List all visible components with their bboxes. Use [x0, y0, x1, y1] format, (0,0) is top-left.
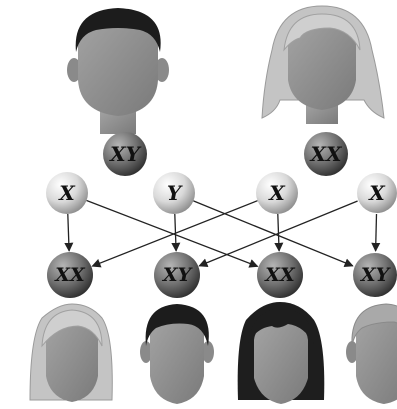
inheritance-arrow [171, 213, 181, 252]
offspring-genotype-label: XX [54, 264, 86, 286]
offspring-genotype-label: XY [360, 264, 392, 286]
gamete-label: X [57, 181, 76, 205]
mother-head-icon [261, 5, 385, 124]
offspring-genotype-label: XX [264, 264, 296, 286]
mother-genotype-circle: XX [304, 132, 348, 176]
father-head-icon [67, 8, 169, 134]
female-light-hair-head-icon [29, 303, 113, 402]
gamete-circle: X [357, 173, 397, 213]
gamete-circle: X [46, 172, 88, 214]
inheritance-arrow [371, 213, 381, 252]
gamete-label: X [267, 181, 286, 205]
inheritance-arrow [64, 213, 74, 252]
inheritance-arrow [198, 200, 358, 268]
male-dark-hair-head-icon [140, 304, 214, 404]
inheritance-arrows [64, 199, 381, 268]
inheritance-arrow [86, 199, 259, 268]
male-gray-hair-head-icon [346, 303, 397, 404]
offspring-genotype-circle: XX [257, 252, 303, 298]
offspring-genotype-label: XY [162, 264, 194, 286]
gamete-circle: Y [153, 172, 195, 214]
female-dark-hair-head-icon [237, 302, 325, 404]
offspring-genotype-circle: XY [154, 252, 200, 298]
mother-genotype-label: XX [308, 142, 343, 166]
offspring-genotype-circle: XY [353, 253, 397, 297]
father-genotype-label: XY [108, 142, 142, 166]
inheritance-arrow [91, 200, 258, 268]
inheritance-arrow [274, 213, 284, 252]
gamete-label: X [367, 181, 386, 205]
gamete-label: Y [167, 181, 183, 205]
gamete-circle: X [256, 172, 298, 214]
inheritance-arrow [193, 200, 354, 268]
father-genotype-circle: XY [103, 132, 147, 176]
offspring-genotype-circle: XX [47, 252, 93, 298]
